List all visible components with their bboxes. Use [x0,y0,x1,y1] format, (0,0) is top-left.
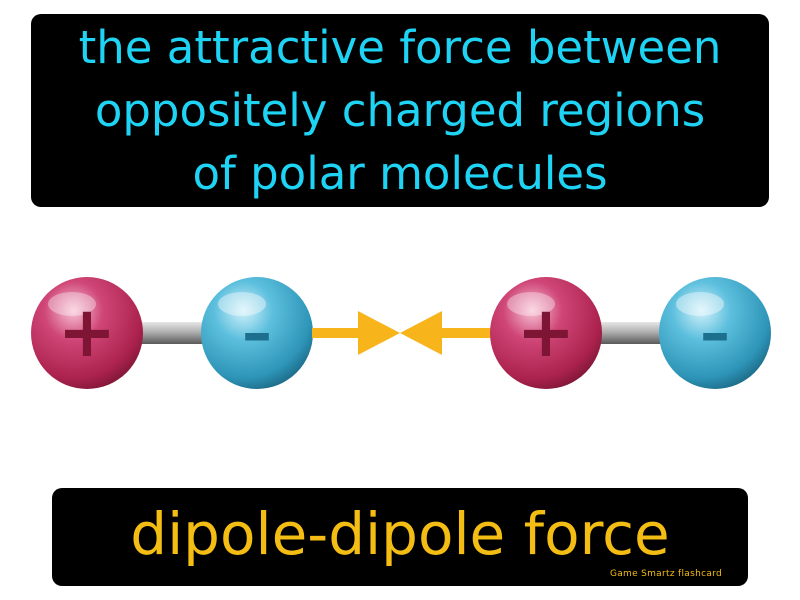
molecule-left: + – [31,277,313,389]
arrow-right-pointing [312,311,400,355]
brand-label: Game Smartz flashcard [609,569,722,579]
positive-atom-left: + [31,277,143,389]
bond-left [130,322,218,344]
arrow-left-pointing [400,311,492,355]
bond-right [590,322,676,344]
attraction-arrows [312,311,492,355]
term-title: dipole-dipole force [130,500,670,568]
molecule-right: + – [490,277,771,389]
positive-atom-right: + [490,277,602,389]
dipole-diagram: + – + – [31,277,771,389]
definition-line-3: of polar molecules [192,147,608,200]
positive-symbol-left: + [58,291,117,373]
definition-line-1: the attractive force between [78,21,722,74]
negative-atom-right: – [659,277,771,389]
negative-symbol-right: – [700,298,730,368]
definition-line-2: oppositely charged regions [94,84,706,137]
definition-box: the attractive force between oppositely … [31,14,769,207]
term-box: dipole-dipole force Game Smartz flashcar… [52,488,748,586]
negative-atom-left: – [201,277,313,389]
positive-symbol-right: + [517,291,576,373]
negative-symbol-left: – [242,298,272,368]
